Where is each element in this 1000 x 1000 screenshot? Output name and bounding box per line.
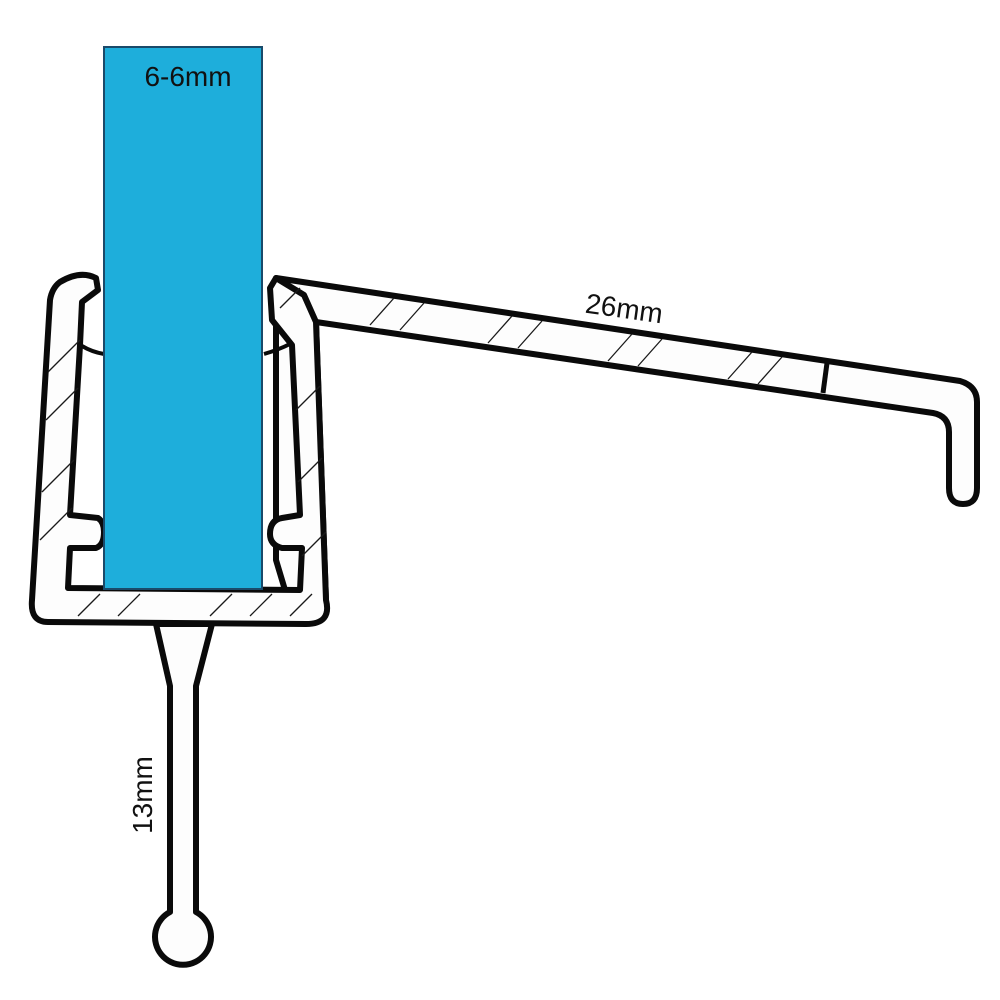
seal-fin bbox=[273, 275, 980, 603]
glass-thickness-label: 6-6mm bbox=[144, 61, 231, 92]
channel-hatching bbox=[39, 287, 327, 617]
seal-stem bbox=[152, 621, 215, 968]
fin-divider bbox=[820, 362, 830, 394]
fin-hatching bbox=[369, 297, 783, 385]
right-lip bbox=[263, 342, 291, 356]
glass-panel bbox=[103, 46, 263, 590]
fin-length-label: 26mm bbox=[584, 288, 665, 330]
left-lip bbox=[80, 344, 105, 356]
seal-channel bbox=[28, 271, 330, 627]
stem-length-label: 13mm bbox=[127, 756, 158, 834]
